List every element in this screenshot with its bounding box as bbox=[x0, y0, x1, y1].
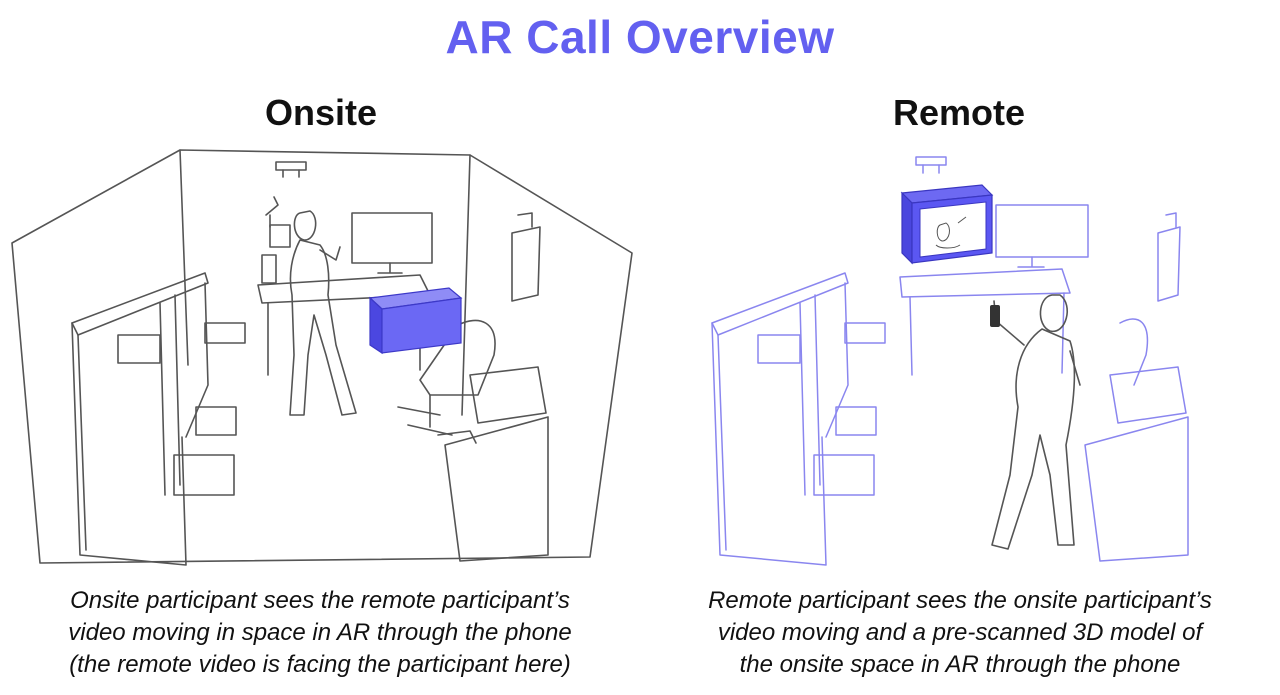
remote-caption: Remote participant sees the onsite parti… bbox=[650, 585, 1270, 681]
figure-title: AR Call Overview bbox=[445, 11, 835, 63]
onsite-caption: Onsite participant sees the remote parti… bbox=[10, 585, 630, 681]
wall-art bbox=[511, 226, 541, 302]
onsite-person bbox=[293, 210, 317, 241]
wall-corner-right bbox=[461, 154, 471, 416]
onsite-caption-line: video moving in space in AR through the … bbox=[68, 619, 572, 646]
plant bbox=[265, 196, 279, 228]
monitor bbox=[351, 212, 433, 264]
remote-panel-title: Remote bbox=[892, 92, 1026, 133]
phone-icon bbox=[990, 305, 1000, 327]
back-desk bbox=[899, 268, 1071, 298]
remote-caption-line: Remote participant sees the onsite parti… bbox=[708, 587, 1212, 614]
remote-person bbox=[991, 294, 1081, 550]
remote-caption-line: video moving and a pre-scanned 3D model … bbox=[717, 619, 1203, 646]
ar-video-screen bbox=[900, 184, 994, 265]
monitor bbox=[995, 204, 1089, 258]
right-cabinet bbox=[1084, 416, 1189, 562]
wall-camera bbox=[275, 161, 307, 171]
room-walls bbox=[11, 149, 633, 564]
onsite-office-illustration bbox=[11, 149, 633, 566]
left-cabinet bbox=[711, 272, 849, 336]
onsite-caption-line: Onsite participant sees the remote parti… bbox=[70, 587, 570, 614]
office-chair bbox=[1119, 318, 1149, 386]
remote-caption-line: the onsite space in AR through the phone bbox=[739, 651, 1181, 678]
ar-video-box bbox=[368, 287, 463, 355]
right-cabinet bbox=[444, 416, 549, 562]
wall-camera bbox=[915, 156, 947, 166]
office-chair bbox=[419, 319, 496, 396]
onsite-caption-line: (the remote video is facing the particip… bbox=[69, 651, 571, 678]
wall-corner-left bbox=[179, 149, 189, 366]
left-cabinet bbox=[71, 272, 209, 336]
wall-art bbox=[1157, 226, 1181, 302]
remote-office-model-illustration bbox=[711, 156, 1189, 566]
onsite-panel-title: Onsite bbox=[264, 92, 378, 133]
